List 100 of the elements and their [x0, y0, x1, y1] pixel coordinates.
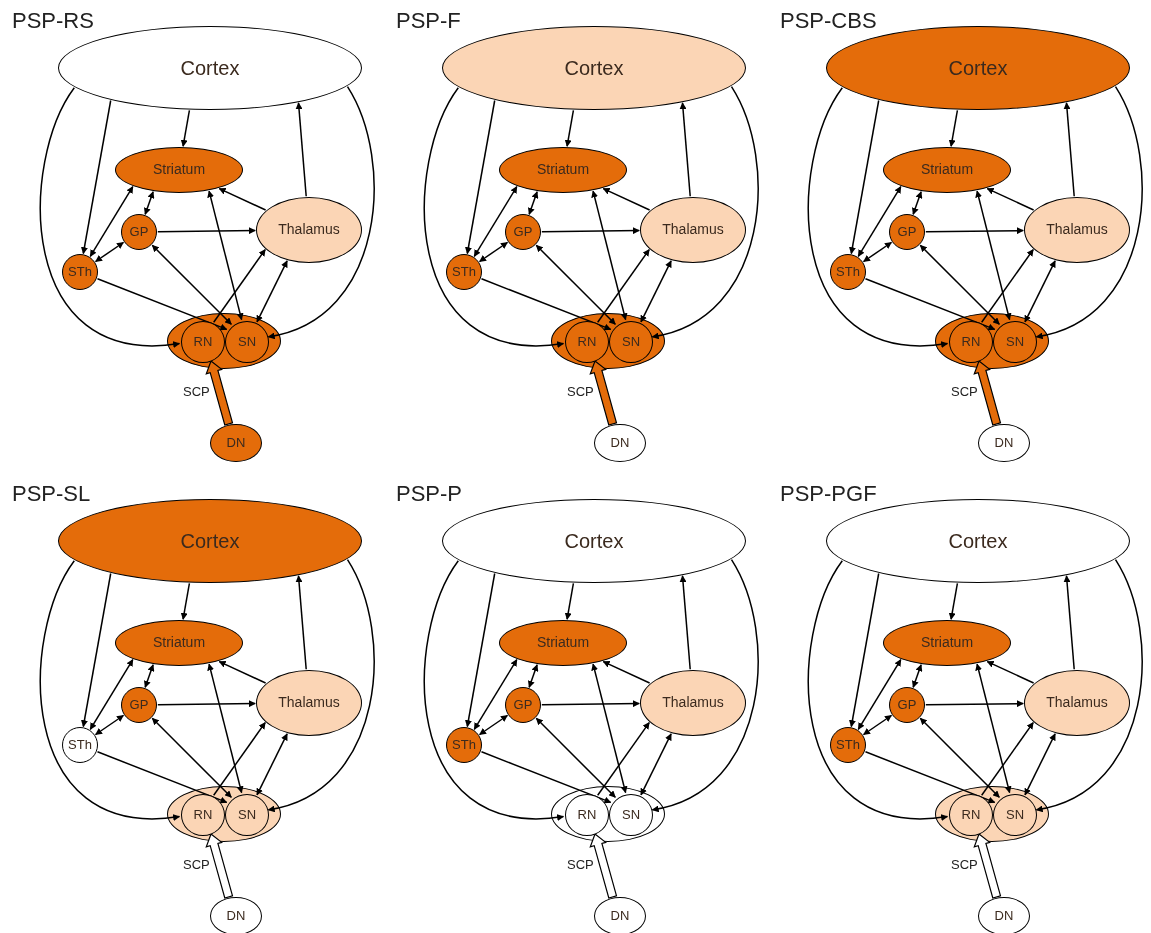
nucleus-circle: SN: [993, 794, 1037, 836]
arrow: [480, 278, 612, 331]
arrow: [218, 660, 267, 684]
double-arrow: [151, 244, 233, 326]
arrow: [651, 85, 759, 339]
double-arrow: [912, 664, 923, 689]
region-ellipse: Thalamus: [640, 197, 746, 263]
nucleus-circle: DN: [594, 424, 646, 462]
arrow: [564, 109, 575, 147]
double-arrow: [256, 260, 288, 323]
arrow: [295, 575, 307, 670]
nucleus-circle: RN: [949, 794, 993, 836]
double-arrow: [912, 191, 923, 216]
double-arrow: [640, 260, 672, 323]
arrow: [980, 721, 1034, 797]
arrow: [679, 575, 691, 670]
nucleus-circle: GP: [505, 687, 541, 723]
nucleus-circle: DN: [978, 897, 1030, 933]
nucleus-circle: RN: [949, 321, 993, 363]
double-arrow: [857, 185, 902, 258]
arrow: [948, 582, 959, 620]
nucleus-circle: STh: [830, 727, 866, 763]
nucleus-circle: SN: [993, 321, 1037, 363]
double-arrow: [591, 663, 628, 794]
double-arrow: [862, 241, 893, 263]
arrow: [40, 86, 181, 348]
double-arrow: [89, 658, 134, 731]
arrow: [596, 248, 650, 324]
arrow: [808, 559, 949, 821]
arrow: [267, 558, 375, 812]
nucleus-circle: GP: [121, 214, 157, 250]
region-ellipse: Striatum: [115, 147, 243, 193]
arrow: [679, 102, 691, 197]
arrow: [541, 700, 640, 708]
arrow: [848, 99, 880, 255]
arrow: [267, 85, 375, 339]
double-arrow: [89, 185, 134, 258]
nucleus-circle: DN: [210, 424, 262, 462]
arrow: [212, 721, 266, 797]
region-ellipse: Striatum: [499, 147, 627, 193]
double-arrow: [144, 664, 155, 689]
region-ellipse: Thalamus: [256, 197, 362, 263]
double-arrow: [857, 658, 902, 731]
double-arrow: [207, 663, 244, 794]
double-arrow: [94, 714, 125, 736]
edge-label: SCP: [951, 857, 978, 872]
nucleus-circle: SN: [609, 321, 653, 363]
double-arrow: [473, 185, 518, 258]
double-arrow: [151, 717, 233, 799]
double-arrow: [975, 190, 1012, 321]
region-ellipse: Thalamus: [640, 670, 746, 736]
double-arrow: [528, 191, 539, 216]
double-arrow: [1024, 260, 1056, 323]
arrow: [40, 559, 181, 821]
arrow: [808, 86, 949, 348]
arrow: [424, 86, 565, 348]
double-arrow: [528, 664, 539, 689]
nucleus-circle: DN: [594, 897, 646, 933]
double-arrow: [478, 714, 509, 736]
block-arrow: [973, 360, 1002, 426]
block-arrow: [205, 360, 234, 426]
arrow: [596, 721, 650, 797]
nucleus-circle: GP: [889, 687, 925, 723]
double-arrow: [256, 733, 288, 796]
arrow: [564, 582, 575, 620]
nucleus-circle: SN: [225, 794, 269, 836]
arrow: [295, 102, 307, 197]
arrow: [424, 559, 565, 821]
double-arrow: [1024, 733, 1056, 796]
arrow: [212, 248, 266, 324]
arrow: [948, 109, 959, 147]
nucleus-circle: SN: [609, 794, 653, 836]
double-arrow: [207, 190, 244, 321]
double-arrow: [919, 244, 1001, 326]
block-arrow: [589, 360, 618, 426]
double-arrow: [94, 241, 125, 263]
edge-label: SCP: [951, 384, 978, 399]
region-ellipse: Striatum: [883, 620, 1011, 666]
edge-label: SCP: [183, 384, 210, 399]
arrow: [864, 278, 996, 331]
arrow: [864, 751, 996, 804]
nucleus-circle: DN: [210, 897, 262, 933]
arrow: [602, 187, 651, 211]
double-arrow: [919, 717, 1001, 799]
edge-label: SCP: [567, 384, 594, 399]
arrow: [541, 227, 640, 235]
nucleus-circle: STh: [446, 254, 482, 290]
arrow: [1063, 575, 1075, 670]
arrow: [157, 227, 256, 235]
region-ellipse: Striatum: [115, 620, 243, 666]
arrow: [96, 278, 228, 331]
arrow: [602, 660, 651, 684]
arrow: [986, 187, 1035, 211]
arrow: [157, 700, 256, 708]
nucleus-circle: RN: [565, 321, 609, 363]
double-arrow: [640, 733, 672, 796]
nucleus-circle: RN: [181, 321, 225, 363]
block-arrow: [589, 833, 618, 899]
nucleus-circle: RN: [181, 794, 225, 836]
nucleus-circle: STh: [830, 254, 866, 290]
